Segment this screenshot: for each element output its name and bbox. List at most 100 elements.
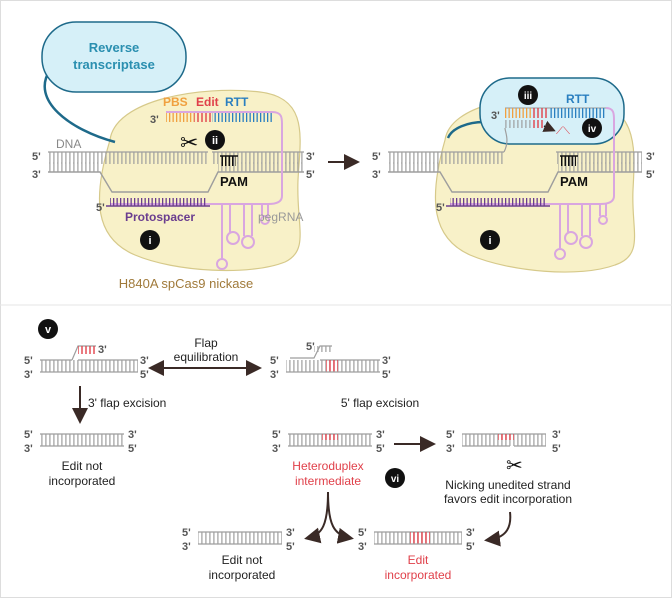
ed-bot-3p: 3' xyxy=(358,541,367,553)
flap5-top-3p: 3' xyxy=(382,355,391,367)
nick-top-3p: 3' xyxy=(552,429,561,441)
dna-bottom-five-prime: 5' xyxy=(306,169,315,181)
incorporation-arrow xyxy=(484,511,512,547)
scissors-icon-lower: ✂ xyxy=(506,455,523,477)
un2-bot-5p: 5' xyxy=(286,541,295,553)
ed-bot-5p: 5' xyxy=(466,541,475,553)
pegrna-backbone xyxy=(110,111,283,205)
right-complex: RTT 3' ⟋⟍ iii iv PAM xyxy=(372,77,655,273)
nick-top-5p: 5' xyxy=(446,429,455,441)
het-bot-3p: 3' xyxy=(272,443,281,455)
un1-bot-5p: 5' xyxy=(128,443,137,455)
flap-resolution: v 3' 5' 3' 3' 5' Flap equilibration xyxy=(24,319,572,582)
duplex-heteroduplex: 5' 3' 3' 5' xyxy=(272,429,385,455)
pegrna-three-prime-right: 3' xyxy=(491,110,500,122)
pegrna-label: pegRNA xyxy=(258,210,303,224)
step-badge-iii xyxy=(518,85,538,105)
flap-equilibration-label-1: Flap xyxy=(194,336,218,350)
dna-label: DNA xyxy=(56,137,81,151)
flap5-top-5p: 5' xyxy=(270,355,279,367)
un2-bot-3p: 3' xyxy=(182,541,191,553)
edit-label: Edit xyxy=(196,95,219,109)
un1-bot-3p: 3' xyxy=(24,443,33,455)
heteroduplex-label-2: intermediate xyxy=(295,474,361,488)
edit-not-incorporated-2b: incorporated xyxy=(209,568,276,582)
un2-top-3p: 3' xyxy=(286,527,295,539)
pegrna-hairpins xyxy=(216,204,270,270)
nicking-label-2: favors edit incorporation xyxy=(444,492,572,506)
pegrna-three-prime: 3' xyxy=(150,114,159,126)
flap3-top-5p: 5' xyxy=(24,355,33,367)
reverse-transcriptase-label-1: Reverse xyxy=(89,40,140,55)
flap-equilibration-label-2: equilibration xyxy=(174,350,239,364)
protospacer-five-prime: 5' xyxy=(96,202,105,214)
heteroduplex-label-1: Heteroduplex xyxy=(292,459,363,473)
step-badge-i-left xyxy=(140,230,160,250)
dna-top-three-prime-right: 3' xyxy=(646,151,655,163)
het-bot-5p: 5' xyxy=(376,443,385,455)
un1-top-3p: 3' xyxy=(128,429,137,441)
step-iv-label: iv xyxy=(588,124,597,135)
duplex-3-flap: 3' 5' 3' 3' 5' xyxy=(24,344,149,381)
un2-top-5p: 5' xyxy=(182,527,191,539)
dna-bottom-five-prime-right: 5' xyxy=(646,169,655,181)
duplex-unedited-1: 5' 3' 3' 5' xyxy=(24,429,137,455)
step-badge-i-right xyxy=(480,230,500,250)
dna-top-five-prime-right: 5' xyxy=(372,151,381,163)
reverse-transcriptase-pill xyxy=(41,21,187,93)
step-badge-v xyxy=(38,319,58,339)
flap5-bot-5p: 5' xyxy=(382,369,391,381)
dna-bottom-three-prime-right: 3' xyxy=(372,169,381,181)
nick-bot-3p: 3' xyxy=(446,443,455,455)
flap5-label-5p: 5' xyxy=(306,341,315,353)
pam-ticks xyxy=(220,156,236,166)
cas9-nickase-blob xyxy=(98,89,301,272)
step-v-label: v xyxy=(45,324,52,336)
step-i-label-left: i xyxy=(148,235,151,247)
rt-tether-right xyxy=(446,120,485,139)
dna-bottom-three-prime: 3' xyxy=(32,169,41,181)
dntp-red-icon: ⟋⟍ xyxy=(556,126,570,137)
protospacer-ticks xyxy=(110,198,206,206)
dna-top-strand-left xyxy=(48,152,208,164)
ed-top-5p: 5' xyxy=(358,527,367,539)
protospacer-label: Protospacer xyxy=(125,210,195,224)
split-arrow xyxy=(304,491,329,544)
pam-label-right: PAM xyxy=(560,174,588,189)
edit-ticks xyxy=(194,112,212,122)
het-top-3p: 3' xyxy=(376,429,385,441)
flap3-label-3p: 3' xyxy=(98,344,107,356)
rtt-ticks xyxy=(212,112,272,122)
ed-top-3p: 3' xyxy=(466,527,475,539)
edit-not-incorporated-1a: Edit not xyxy=(62,459,103,473)
rt-tether xyxy=(43,69,116,144)
step-iii-label: iii xyxy=(524,91,533,102)
pbs-ticks xyxy=(166,112,194,122)
five-flap-excision-label: 5' flap excision xyxy=(341,396,419,410)
three-flap-excision-label: 3' flap excision xyxy=(88,396,166,410)
pam-label: PAM xyxy=(220,174,248,189)
edit-not-incorporated-2a: Edit not xyxy=(222,553,263,567)
step-ii-label: ii xyxy=(212,135,218,147)
duplex-unedited-2: 5' 3' 3' 5' xyxy=(182,527,295,553)
duplex-5-flap: 5' 5' 3' 3' 5' xyxy=(270,341,391,381)
nick-bot-5p: 5' xyxy=(552,443,561,455)
reverse-transcriptase-label-2: transcriptase xyxy=(73,57,155,72)
edit-incorporated-2: incorporated xyxy=(385,568,452,582)
step-vi-label: vi xyxy=(391,474,400,485)
left-complex: Reverse transcriptase PAM PBS Edit RTT 3… xyxy=(32,21,315,291)
protospacer-five-prime-right: 5' xyxy=(436,202,445,214)
step-i-label-right: i xyxy=(488,235,491,247)
duplex-nicked: 5' 3' 3' 5' xyxy=(446,429,561,455)
flap3-bot-5p: 5' xyxy=(140,369,149,381)
rtt-label: RTT xyxy=(225,95,249,109)
step-badge-iv xyxy=(582,118,602,138)
duplex-edited: 5' 3' 3' 5' xyxy=(358,527,475,553)
nickase-label: H840A spCas9 nickase xyxy=(119,276,253,291)
dna-top-five-prime: 5' xyxy=(32,151,41,163)
un1-top-5p: 5' xyxy=(24,429,33,441)
dna-top-three-prime: 3' xyxy=(306,151,315,163)
edit-incorporated-1: Edit xyxy=(408,553,429,567)
scissors-icon: ✂ xyxy=(180,130,198,155)
